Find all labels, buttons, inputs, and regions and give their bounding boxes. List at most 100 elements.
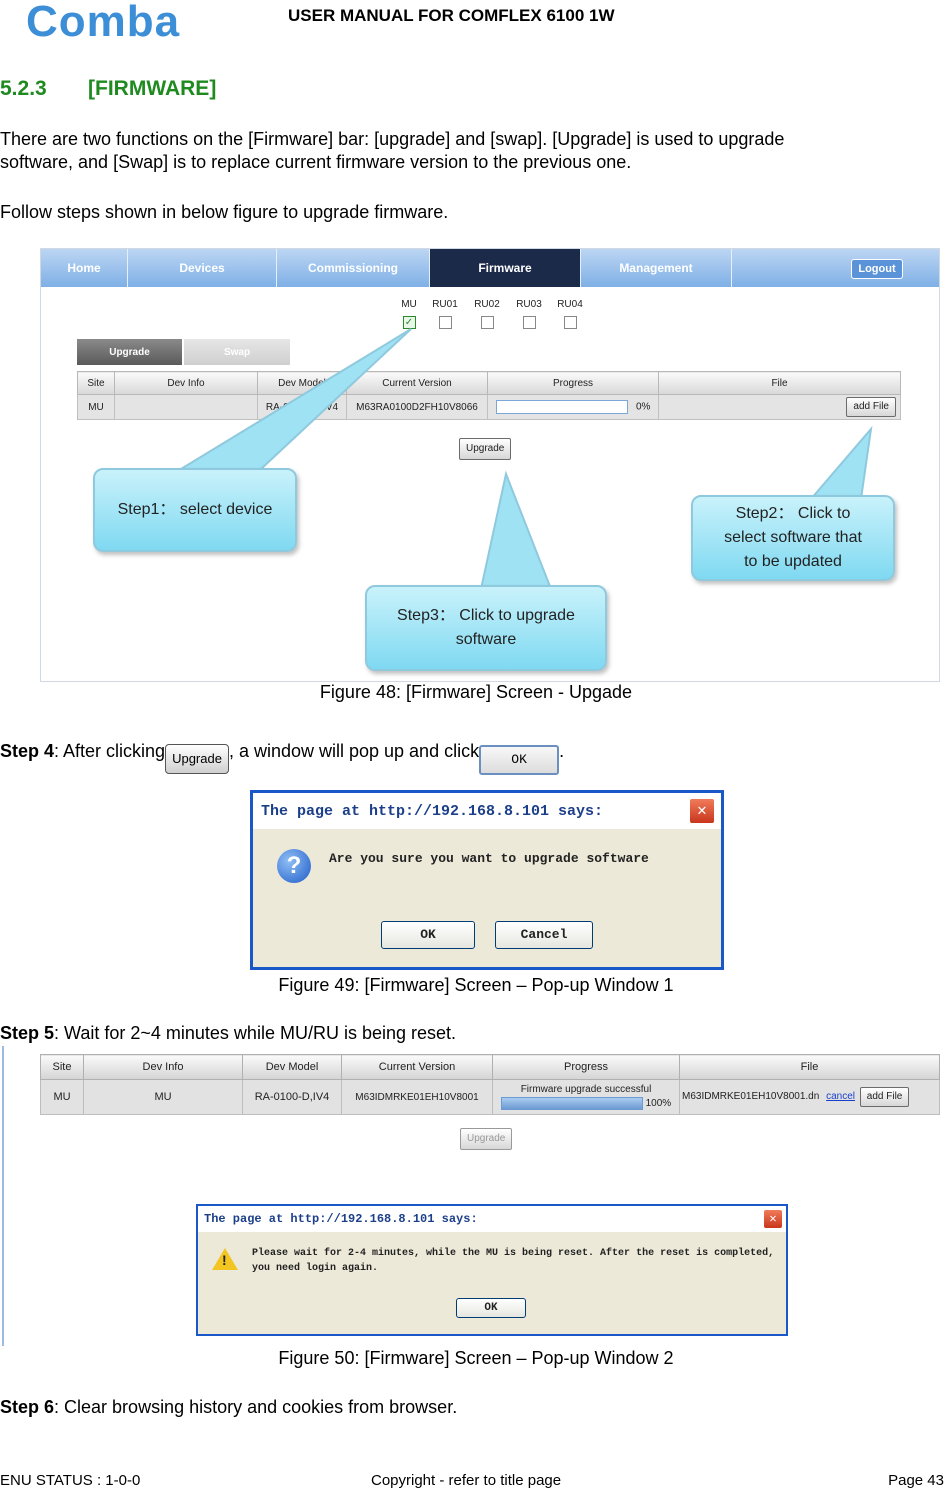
dialog-title-bar: The page at http://192.168.8.101 says: ✕ [253, 793, 721, 829]
tab-swap[interactable]: Swap [184, 339, 290, 365]
wait-dialog-title: The page at http://192.168.8.101 says: [204, 1212, 478, 1226]
question-icon: ? [277, 849, 311, 883]
footer-page-number: Page 43 [888, 1472, 944, 1489]
figure-48-caption: Figure 48: [Firmware] Screen - Upgade [319, 682, 633, 702]
dialog-title: The page at http://192.168.8.101 says: [261, 802, 604, 820]
callout-step2-line2: select software that [724, 529, 862, 546]
wait-dialog-line1: Please wait for 2-4 minutes, while the M… [252, 1248, 775, 1259]
col-site: Site [40, 1054, 84, 1080]
section-title: [FIRMWARE] [88, 77, 217, 100]
upgrade-button-disabled[interactable]: Upgrade [460, 1128, 513, 1150]
add-file-button[interactable]: add File [859, 1087, 910, 1107]
checkbox-ru02[interactable]: RU02 [472, 299, 502, 329]
figure-50-caption: Figure 50: [Firmware] Screen – Pop-up Wi… [278, 1348, 674, 1368]
comba-logo: Comba [26, 0, 181, 46]
cell-current-version: M63RA0100D2FH10V8066 [346, 394, 488, 420]
col-dev-model: Dev Model [242, 1054, 342, 1080]
col-dev-info: Dev Info [114, 371, 258, 395]
progress-percent: 100% [645, 1098, 672, 1110]
checkbox-box[interactable] [438, 316, 452, 329]
intro-line-1: There are two functions on the [Firmware… [0, 129, 785, 149]
col-dev-info: Dev Info [83, 1054, 243, 1080]
checkbox-mu[interactable]: MU ✓ [394, 299, 424, 329]
callout-step2-line1: Step2： Click to [735, 505, 851, 522]
nav-tab-home[interactable]: Home [41, 249, 128, 287]
progress-bar [495, 400, 628, 414]
step-6-text: Step 6: Clear browsing history and cooki… [0, 1396, 940, 1419]
cell-current-version: M63IDMRKE01EH10V8001 [341, 1079, 493, 1115]
wait-dialog-line2: you need login again. [252, 1263, 379, 1274]
col-current-version: Current Version [341, 1054, 493, 1080]
tab-upgrade[interactable]: Upgrade [77, 339, 182, 365]
nav-tab-management[interactable]: Management [581, 249, 732, 287]
step-5-body: : Wait for 2~4 minutes while MU/RU is be… [54, 1023, 457, 1043]
wait-dialog-ok-button[interactable]: OK [456, 1298, 526, 1318]
close-icon[interactable]: ✕ [764, 1210, 782, 1228]
step-6-label: Step 6 [0, 1397, 55, 1417]
progress-status-text: Firmware upgrade successful [520, 1083, 652, 1095]
wait-dialog-title-bar: The page at http://192.168.8.101 says: ✕ [198, 1206, 786, 1232]
cell-progress: Firmware upgrade successful 100% [492, 1079, 680, 1115]
file-name: M63IDMRKE01EH10V8001.dn [682, 1091, 820, 1102]
callout-step1: Step1： select device [93, 468, 297, 552]
cancel-button[interactable]: Cancel [495, 921, 593, 949]
figure-49-caption: Figure 49: [Firmware] Screen – Pop-up Wi… [278, 975, 674, 995]
step-4-text-b: , a window will pop up and click [228, 741, 480, 761]
checkbox-ru01[interactable]: RU01 [430, 299, 460, 329]
logout-button[interactable]: Logout [851, 259, 903, 279]
table-row: MU MU RA-0100-D,IV4 M63IDMRKE01EH10V8001… [40, 1079, 940, 1115]
nav-tab-firmware[interactable]: Firmware [430, 249, 581, 287]
checkbox-box[interactable] [563, 316, 577, 329]
follow-steps-text: Follow steps shown in below figure to up… [0, 202, 449, 222]
cell-dev-info: MU [83, 1079, 243, 1115]
checkbox-ru04[interactable]: RU04 [555, 299, 585, 329]
checkbox-label: RU04 [557, 299, 583, 310]
callout-step2: Step2： Click to select software that to … [691, 495, 895, 581]
col-file: File [658, 371, 901, 395]
wait-dialog: The page at http://192.168.8.101 says: ✕… [196, 1204, 788, 1336]
callout-pointer-step1 [177, 328, 412, 470]
intro-paragraph: There are two functions on the [Firmware… [0, 128, 940, 174]
progress-percent: 0% [635, 401, 651, 413]
dialog-message: Are you sure you want to upgrade softwar… [329, 851, 649, 866]
nav-tab-devices[interactable]: Devices [128, 249, 277, 287]
warning-icon: ! [212, 1248, 238, 1270]
dev-model-end: V4 [325, 401, 339, 413]
close-icon[interactable]: ✕ [689, 798, 715, 824]
cell-site: MU [40, 1079, 84, 1115]
step-4-label: Step 4 [0, 741, 55, 761]
upgrade-button[interactable]: Upgrade [459, 438, 512, 460]
checkbox-box[interactable] [522, 316, 536, 329]
callout-step3-line1: Step3： Click to upgrade [397, 607, 575, 624]
nav-tab-commissioning[interactable]: Commissioning [277, 249, 430, 287]
checkbox-box[interactable] [480, 316, 494, 329]
cell-progress: 0% [487, 394, 659, 420]
add-file-button[interactable]: add File [846, 397, 896, 417]
checkbox-label: MU [401, 299, 417, 310]
figure-49-dialog: The page at http://192.168.8.101 says: ✕… [250, 790, 724, 970]
footer-copyright: Copyright - refer to title page [371, 1472, 562, 1489]
upgrade-button-wrap: Upgrade [459, 438, 512, 460]
intro-line-2: software, and [Swap] is to replace curre… [0, 152, 632, 172]
step-4-text-a: : After clicking [54, 741, 166, 761]
ok-button[interactable]: OK [381, 921, 475, 949]
section-number: 5.2.3 [0, 77, 47, 100]
figure-48-screenshot: Home Devices Commissioning Firmware Mana… [40, 248, 940, 682]
col-progress: Progress [492, 1054, 680, 1080]
progress-bar-fill [501, 1097, 642, 1109]
footer-status: ENU STATUS : 1-0-0 [0, 1472, 141, 1489]
callout-pointer-step2 [808, 425, 873, 500]
col-file: File [679, 1054, 940, 1080]
checkbox-checked-icon[interactable]: ✓ [402, 316, 416, 329]
page-header-title: USER MANUAL FOR COMFLEX 6100 1W [288, 6, 615, 25]
checkbox-ru03[interactable]: RU03 [514, 299, 544, 329]
step-6-body: : Clear browsing history and cookies fro… [54, 1397, 458, 1417]
inline-ok-button: OK [479, 745, 560, 775]
cell-site: MU [77, 394, 115, 420]
cancel-link[interactable]: cancel [826, 1091, 855, 1102]
progress-bar-track [500, 1096, 643, 1110]
cell-file: M63IDMRKE01EH10V8001.dn cancel add File [679, 1079, 940, 1115]
step-5-text: Step 5: Wait for 2~4 minutes while MU/RU… [0, 1022, 940, 1045]
inline-upgrade-button: Upgrade [165, 744, 229, 774]
